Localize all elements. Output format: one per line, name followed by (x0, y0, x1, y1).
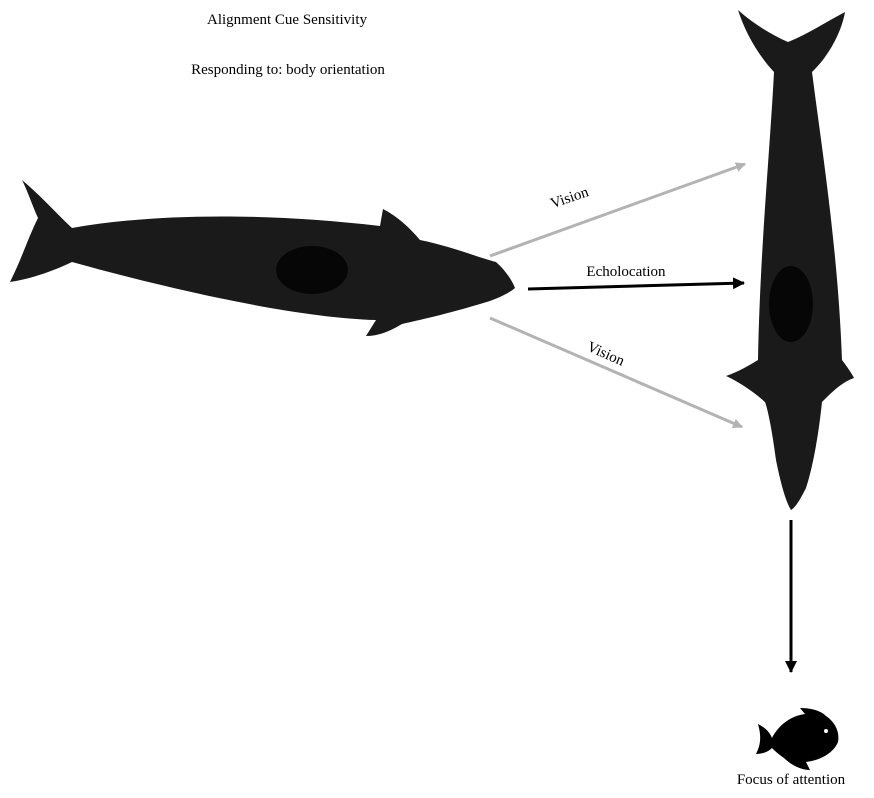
observer-whale-patch (276, 246, 348, 294)
fish-icon (756, 708, 838, 770)
diagram-title: Alignment Cue Sensitivity (207, 12, 367, 28)
leader-whale-patch (769, 266, 813, 342)
vision-lower-label: Vision (585, 339, 628, 370)
vision-upper-arrow (490, 164, 745, 256)
vision-upper-label: Vision (549, 184, 592, 212)
observer-whale-body (10, 180, 515, 336)
vision-lower-arrow (490, 318, 742, 427)
diagram-subtitle: Responding to: body orientation (191, 62, 385, 78)
focus-of-attention-label: Focus of attention (737, 772, 846, 788)
echolocation-label: Echolocation (586, 264, 666, 280)
echolocation-arrow (528, 283, 744, 289)
observer-whale (10, 180, 515, 336)
leader-whale (726, 10, 854, 510)
leader-whale-body (726, 10, 854, 510)
